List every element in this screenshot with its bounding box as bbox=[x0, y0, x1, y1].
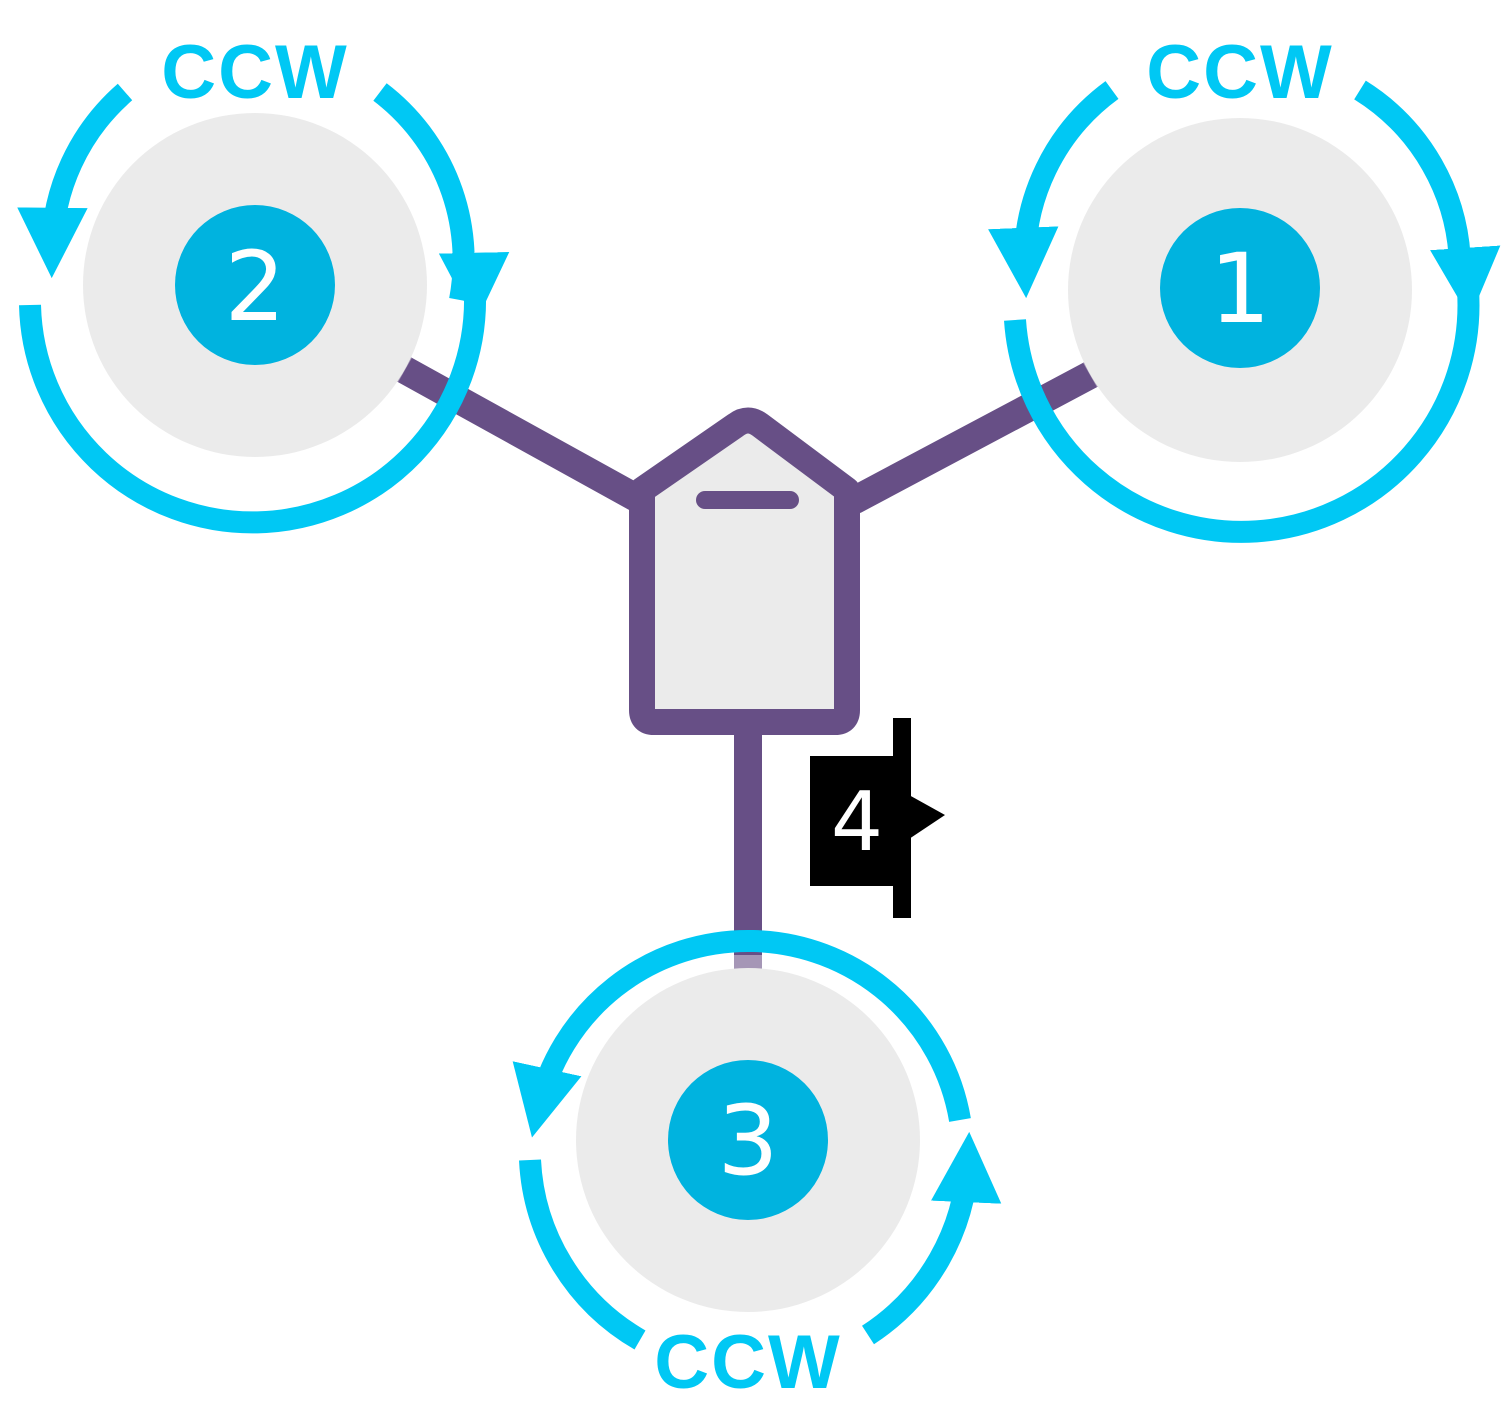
rotation-arrow-top bbox=[512, 929, 971, 1138]
motor-number: 3 bbox=[717, 1085, 778, 1197]
rotation-arrow-upper bbox=[17, 83, 133, 279]
motor-badge bbox=[175, 205, 335, 365]
motor-2: 2 CCW bbox=[17, 30, 510, 534]
rotation-arrow-bottom bbox=[1004, 245, 1501, 543]
rotation-direction-label: CCW bbox=[1146, 30, 1334, 115]
motor-number: 1 bbox=[1209, 233, 1270, 345]
arm-1-dark bbox=[841, 361, 1104, 514]
flight-controller-body bbox=[629, 407, 860, 735]
motor-badge bbox=[1160, 208, 1320, 368]
motor-number: 2 bbox=[224, 231, 285, 343]
servo-number: 4 bbox=[831, 775, 883, 870]
rotation-direction-label: CCW bbox=[654, 1320, 842, 1405]
rotation-arrow-lower bbox=[1354, 80, 1471, 266]
rotation-direction-label: CCW bbox=[161, 30, 349, 115]
rotation-arrow-lower-right bbox=[861, 1131, 1002, 1345]
motor-3: 3 CCW bbox=[512, 929, 1002, 1405]
rotation-arrow-upper bbox=[988, 81, 1119, 299]
motor-badge bbox=[668, 1060, 828, 1220]
rotation-arrow-lower-left bbox=[519, 1159, 646, 1350]
tail-servo: 4 bbox=[810, 718, 945, 918]
rotation-arrow-bottom bbox=[19, 252, 510, 534]
servo-horn bbox=[900, 790, 945, 845]
body-outline bbox=[629, 407, 860, 735]
motor-1: 1 CCW bbox=[988, 30, 1501, 543]
servo-label-box bbox=[810, 756, 902, 886]
